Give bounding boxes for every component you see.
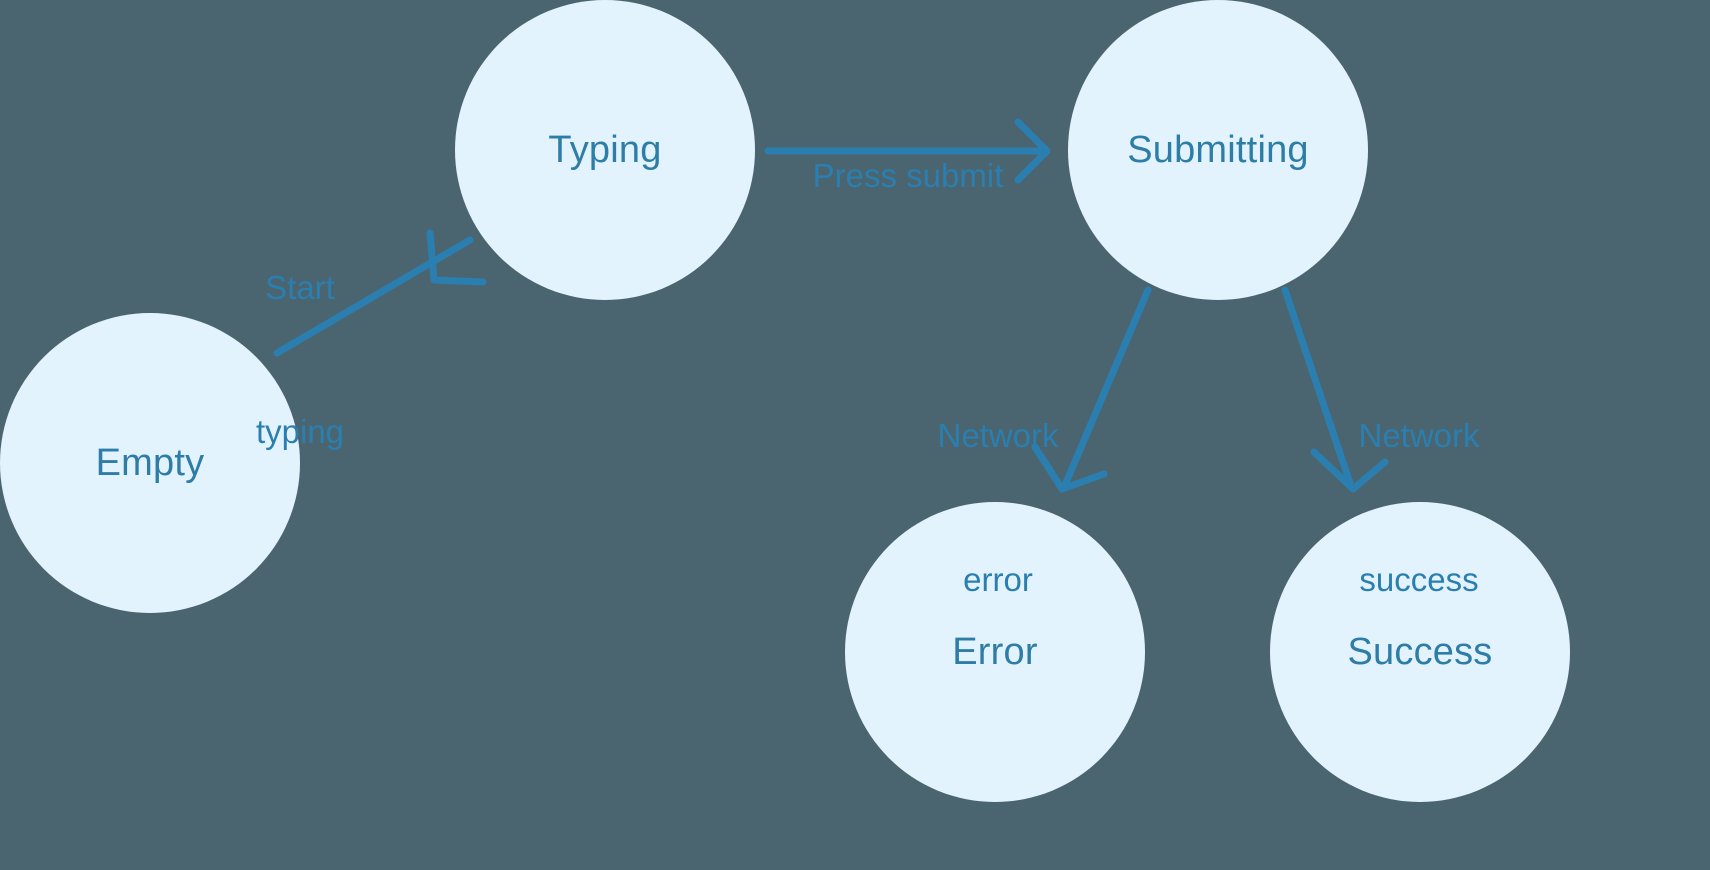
state-node-label: Typing (548, 129, 662, 171)
edge-empty-to-typing (273, 229, 487, 357)
edge-submitting-to-error (1031, 286, 1152, 493)
edge-label-line-1: Network (1358, 417, 1480, 454)
state-node-label: Empty (95, 442, 205, 484)
state-node-label: Success (1347, 631, 1493, 673)
state-node-typing[interactable]: Typing (455, 0, 755, 300)
state-node-empty[interactable]: Empty (0, 313, 300, 613)
edge-label-line-1: Network (937, 417, 1059, 454)
edge-typing-to-submitting (764, 118, 1051, 184)
state-node-submitting[interactable]: Submitting (1068, 0, 1368, 300)
edge-label-line-1: Start (265, 269, 335, 306)
edge-label-line-1: Press submit (812, 157, 1004, 194)
edge-submitting-to-success (1281, 286, 1389, 493)
state-node-label: Error (952, 631, 1038, 673)
state-node-success[interactable]: Success (1270, 502, 1570, 802)
edge-label-press-submit: Press submit (708, 56, 1108, 296)
state-node-label: Submitting (1127, 129, 1309, 171)
state-node-error[interactable]: Error (845, 502, 1145, 802)
